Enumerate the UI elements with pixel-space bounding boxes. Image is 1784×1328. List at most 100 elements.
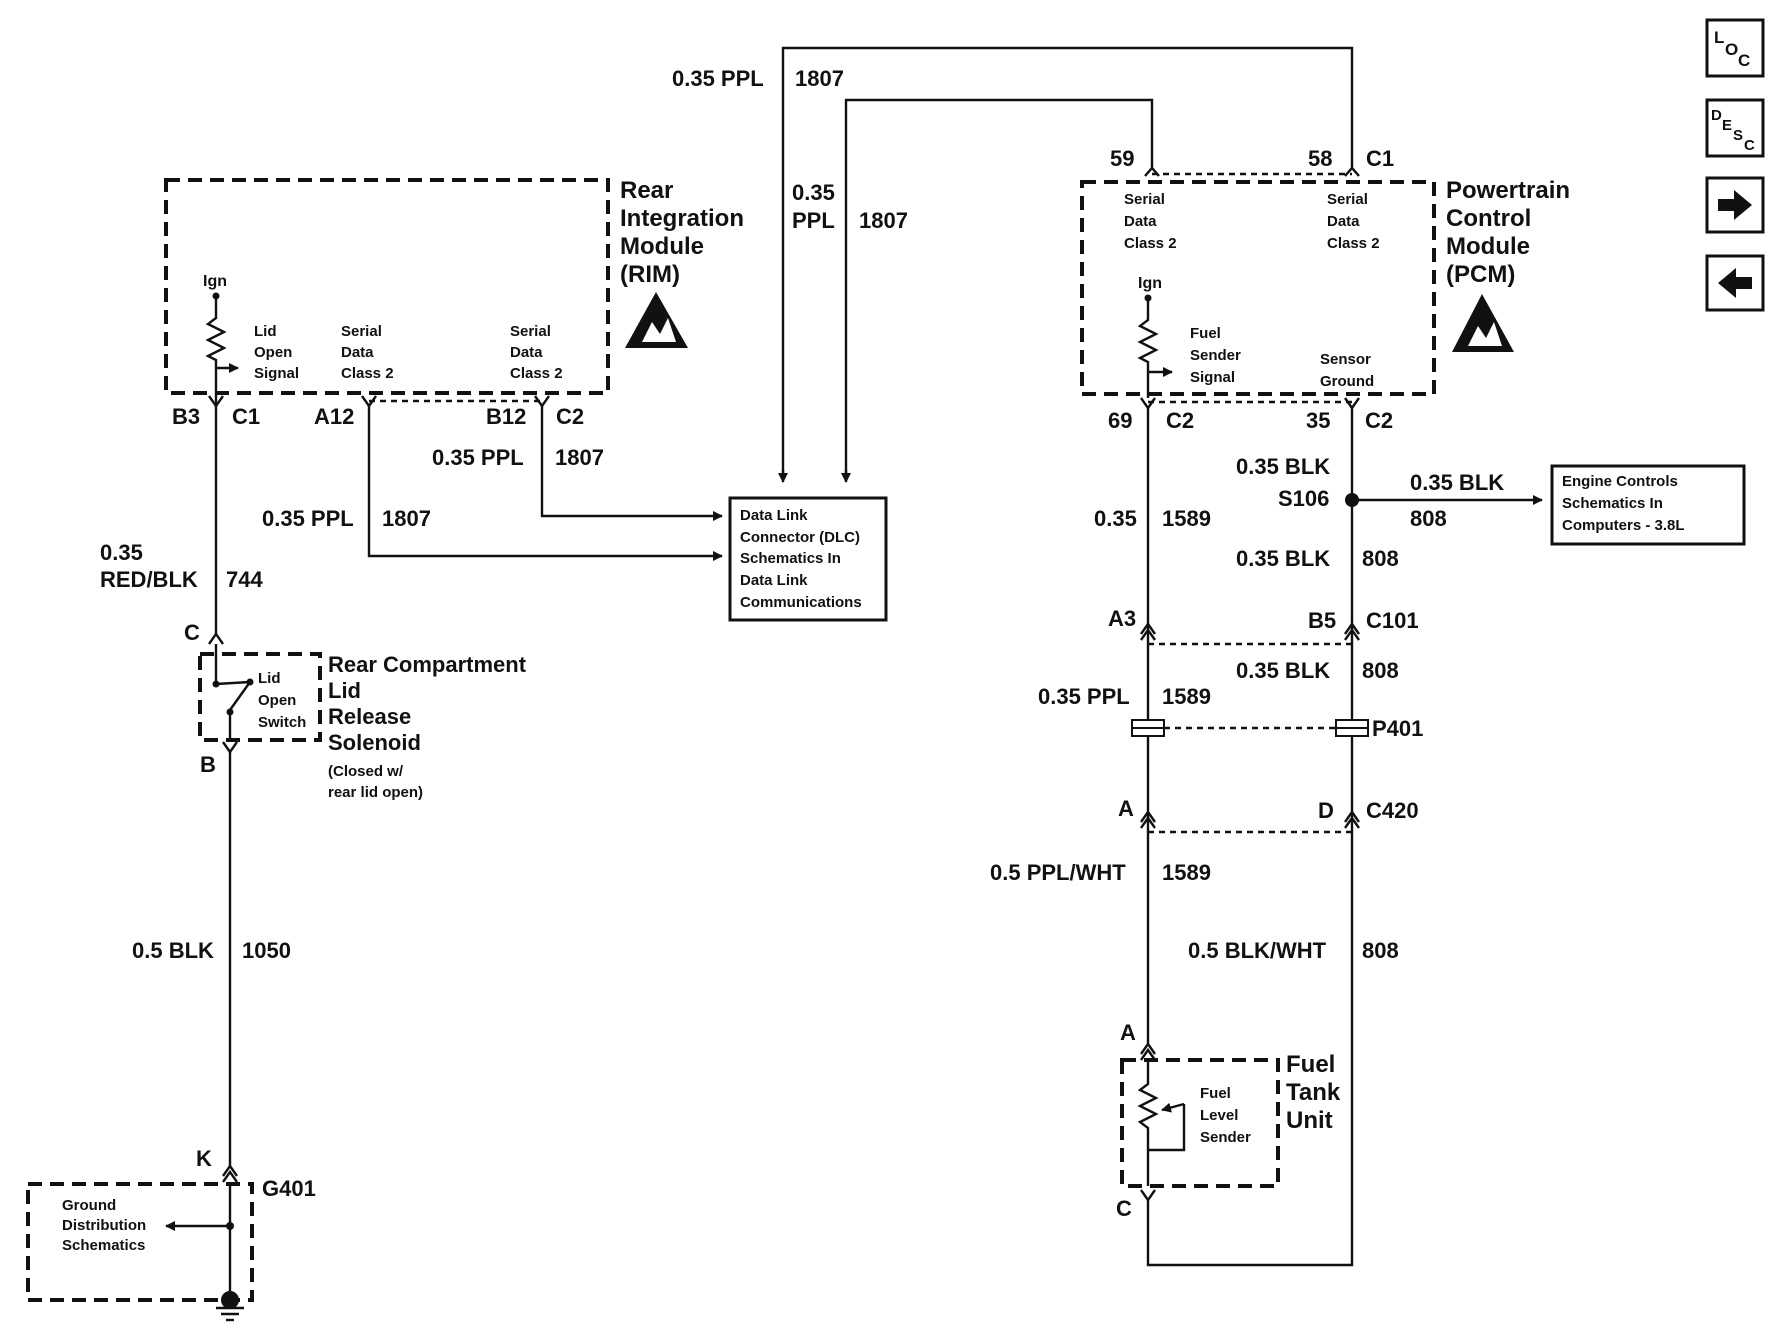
label-connectors-c101_a3: A3 xyxy=(1108,606,1136,631)
label-solenoid-note-1: rear lid open) xyxy=(328,784,423,801)
label-connectors-ftu_c: C xyxy=(1116,1196,1132,1221)
label-wires-fuel2_circuit: 1589 xyxy=(1162,684,1211,709)
label-rim-sd1-0: Serial xyxy=(341,323,382,340)
arrow-right-icon xyxy=(1718,190,1752,220)
label-connectors-sol_b: B xyxy=(200,752,216,777)
rim-title-2: Integration xyxy=(620,205,744,232)
label-wires-lid_circuit: 744 xyxy=(226,567,263,592)
label-engine_ref-2: Computers - 3.8L xyxy=(1562,517,1685,534)
label-ground_box-0: Ground xyxy=(62,1197,116,1214)
label-wires-blk3_circuit: 808 xyxy=(1362,938,1399,963)
label-fuel_tank-title-1: Tank xyxy=(1286,1079,1341,1106)
label-wires-a12_circuit: 1807 xyxy=(382,506,431,531)
label-pcm-pins_top-p59: 59 xyxy=(1110,146,1134,171)
label-solenoid-title-3: Solenoid xyxy=(328,730,421,755)
label-dlc-3: Data Link xyxy=(740,572,808,589)
label-rim-sd1-2: Class 2 xyxy=(341,365,394,382)
label-pcm-pins_bottom-p35: 35 xyxy=(1306,408,1330,433)
connector-p401: P401 xyxy=(1131,716,1423,741)
label-wires-fuel2_size: 0.35 PPL xyxy=(1038,684,1130,709)
label-solenoid-switch-1: Open xyxy=(258,692,296,709)
label-wires-s106_branch_circuit: 808 xyxy=(1410,506,1447,531)
label-wires-fuel1_size: 0.35 xyxy=(1094,506,1137,531)
label-engine_ref-0: Engine Controls xyxy=(1562,473,1678,490)
label-wires-mid_circuit: 1807 xyxy=(859,208,908,233)
label-wires-gnd_circuit: 1050 xyxy=(242,938,291,963)
label-solenoid-switch-2: Switch xyxy=(258,714,306,731)
label-pcm-sd2-1: Data xyxy=(1327,213,1360,230)
label-wires-c2_circuit: 1807 xyxy=(555,445,604,470)
label-rim-lid_signal-0: Lid xyxy=(254,323,277,340)
fuel-tank-unit: A Fuel Level Sender Fuel Tank Unit C xyxy=(1116,1020,1341,1221)
label-pcm-fuel_signal-0: Fuel xyxy=(1190,325,1221,342)
label-engine_ref-1: Schematics In xyxy=(1562,495,1663,512)
label-pcm-sd1-0: Serial xyxy=(1124,191,1165,208)
label-ground_box-2: Schematics xyxy=(62,1237,145,1254)
label-rim-pins-c1: C1 xyxy=(232,404,260,429)
rim-title-1: Rear xyxy=(620,177,673,204)
label-pcm-title-0: Powertrain xyxy=(1446,177,1570,204)
label-connectors-c101: C101 xyxy=(1366,608,1419,633)
label-pcm-fuel_signal-1: Sender xyxy=(1190,347,1241,364)
label-wires-fuel3_circuit: 1589 xyxy=(1162,860,1211,885)
label-wires-top_circuit: 1807 xyxy=(795,66,844,91)
label-wires-s106_branch_size: 0.35 BLK xyxy=(1410,470,1504,495)
label-rim-pins-b12: B12 xyxy=(486,404,526,429)
label-rim-pins-a12: A12 xyxy=(314,404,354,429)
label-wires-gnd_size: 0.5 BLK xyxy=(132,938,214,963)
label-rim-pins-b3: B3 xyxy=(172,404,200,429)
label-pcm-sensor_ground-0: Sensor xyxy=(1320,351,1371,368)
label-nav-loc-c: C xyxy=(1738,51,1750,70)
rim-title-3: Module xyxy=(620,233,704,260)
label-pcm-fuel_signal-2: Signal xyxy=(1190,369,1235,386)
label-rim-pins-c2: C2 xyxy=(556,404,584,429)
desc-button[interactable]: D E S C xyxy=(1705,98,1765,158)
label-rim-lid_signal-1: Open xyxy=(254,344,292,361)
label-rim-sd2-1: Data xyxy=(510,344,543,361)
label-wires-blk3_size: 0.5 BLK/WHT xyxy=(1188,938,1327,963)
label-connectors-c101_b5: B5 xyxy=(1308,608,1336,633)
label-solenoid-title-1: Lid xyxy=(328,678,361,703)
label-wires-s106_top_size: 0.35 BLK xyxy=(1236,454,1330,479)
label-pcm-sd1-2: Class 2 xyxy=(1124,235,1177,252)
arrow-left-icon xyxy=(1718,268,1752,298)
label-solenoid-switch-0: Lid xyxy=(258,670,281,687)
label-connectors-ftu_a: A xyxy=(1120,1020,1136,1045)
label-connectors-p401: P401 xyxy=(1372,716,1423,741)
label-wires-c2_size: 0.35 PPL xyxy=(432,445,524,470)
label-wires-lid_size_a: 0.35 xyxy=(100,540,143,565)
dlc-reference-box: Data Link Connector (DLC) Schematics In … xyxy=(728,496,888,622)
label-fuel_tank-sender-2: Sender xyxy=(1200,1129,1251,1146)
label-wires-blk2_circuit: 808 xyxy=(1362,658,1399,683)
label-wires-lid_size_b: RED/BLK xyxy=(100,567,198,592)
label-rim-ign: Ign xyxy=(203,273,227,290)
label-dlc-2: Schematics In xyxy=(740,550,841,567)
label-rim-sd2-2: Class 2 xyxy=(510,365,563,382)
label-pcm-sensor_ground-1: Ground xyxy=(1320,373,1374,390)
loc-button[interactable]: L O C xyxy=(1705,18,1765,78)
label-solenoid-title-0: Rear Compartment xyxy=(328,652,527,677)
label-dlc-4: Communications xyxy=(740,594,862,611)
label-wires-mid_size_b: PPL xyxy=(792,208,835,233)
label-solenoid-title-2: Release xyxy=(328,704,411,729)
label-pcm-title-2: Module xyxy=(1446,233,1530,260)
label-nav-desc-d: D xyxy=(1711,107,1722,124)
label-nav-loc-o: O xyxy=(1725,40,1738,59)
label-wires-a12_size: 0.35 PPL xyxy=(262,506,354,531)
label-wires-fuel3_size: 0.5 PPL/WHT xyxy=(990,860,1126,885)
rear-lid-release-solenoid: C Lid Open Switch Rear Compartment Lid R… xyxy=(184,620,527,801)
connector-c101: A3 B5 C101 xyxy=(1108,606,1419,646)
label-connectors-g401: G401 xyxy=(262,1176,316,1201)
label-fuel_tank-title-2: Unit xyxy=(1286,1107,1333,1134)
ground-g401: K G401 Ground Distribution Schematics xyxy=(26,1146,316,1322)
rim-title-4: (RIM) xyxy=(620,261,680,288)
next-page-button[interactable] xyxy=(1705,176,1765,234)
label-wires-fuel1_circuit: 1589 xyxy=(1162,506,1211,531)
label-pcm-pins_bottom-c2a: C2 xyxy=(1166,408,1194,433)
previous-page-button[interactable] xyxy=(1705,254,1765,312)
esd-warning-icon xyxy=(1452,294,1514,352)
label-solenoid-note-0: (Closed w/ xyxy=(328,763,404,780)
label-nav-loc-l: L xyxy=(1714,28,1724,47)
engine-controls-reference-box: Engine Controls Schematics In Computers … xyxy=(1550,464,1746,546)
